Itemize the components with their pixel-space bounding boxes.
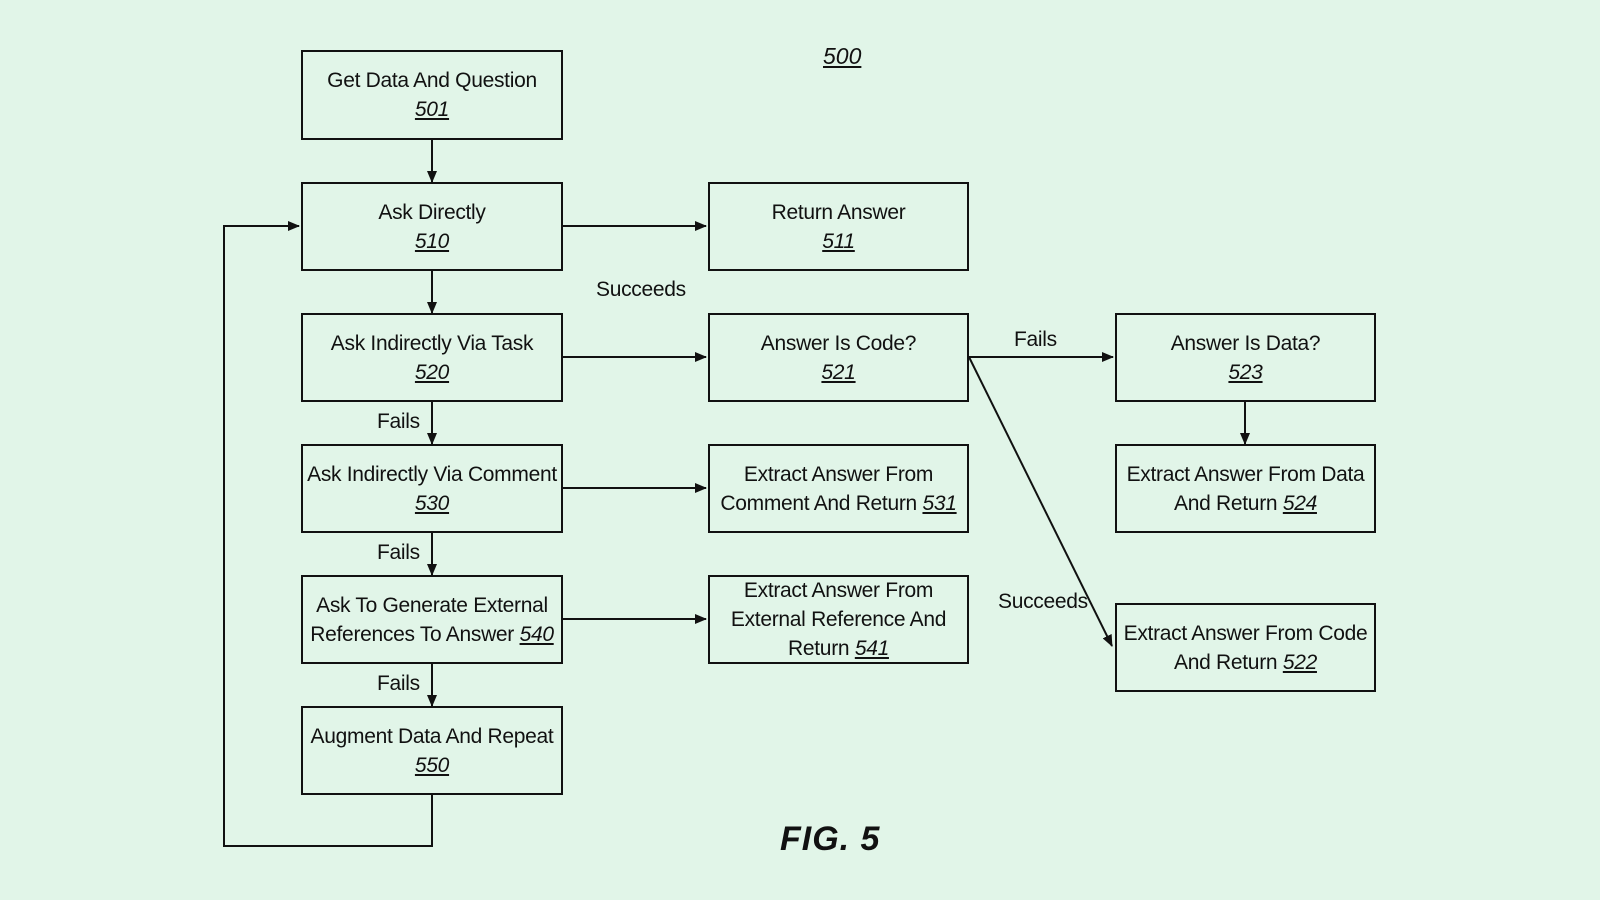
step-531-text-line2: Comment And Return 531 [720, 489, 957, 518]
figure-number: 500 [823, 43, 862, 69]
edge-label-fails-540: Fails [377, 672, 420, 695]
step-524-ref: 524 [1282, 491, 1317, 515]
edge-label-fails-530: Fails [377, 541, 420, 564]
step-522-text-line2: And Return 522 [1174, 648, 1317, 677]
figure-caption: FIG. 5 [780, 820, 881, 858]
step-522-ref: 522 [1282, 650, 1317, 674]
step-524-box: Extract Answer From Data And Return 524 [1115, 444, 1376, 533]
step-520-ref: 520 [414, 360, 450, 384]
step-511-text: Return Answer [771, 200, 906, 224]
step-501-text: Get Data And Question [327, 69, 537, 92]
step-511-ref: 511 [822, 229, 855, 253]
step-531-box: Extract Answer From Comment And Return 5… [708, 444, 969, 533]
step-531-text-line1: Extract Answer From [743, 462, 934, 486]
edge-label-succeeds-522: Succeeds [998, 590, 1088, 613]
step-540-text-line2: References To Answer 540 [310, 620, 554, 649]
step-541-text-line2: External Reference And [730, 608, 947, 631]
step-550-box: Augment Data And Repeat 550 [301, 706, 563, 795]
step-510-text: Ask Directly [378, 200, 486, 224]
step-511-box: Return Answer 511 [708, 182, 969, 271]
step-531-text-line2-words: Comment And Return [720, 491, 917, 515]
step-540-text-line1: Ask To Generate External [316, 593, 548, 617]
step-501-ref: 501 [414, 98, 450, 121]
edge-label-fails-521: Fails [1014, 328, 1057, 351]
step-523-text: Answer Is Data? [1170, 331, 1321, 355]
step-520-box: Ask Indirectly Via Task 520 [301, 313, 563, 402]
step-521-ref: 521 [821, 360, 856, 384]
step-540-text-line2-words: References To Answer [310, 622, 515, 646]
step-550-text: Augment Data And Repeat [310, 724, 554, 748]
step-541-text-line1: Extract Answer From [743, 579, 934, 602]
step-524-text-line2-words: And Return [1174, 491, 1278, 515]
step-540-box: Ask To Generate External References To A… [301, 575, 563, 664]
step-541-box: Extract Answer From External Reference A… [708, 575, 969, 664]
step-540-ref: 540 [519, 622, 554, 646]
step-530-text: Ask Indirectly Via Comment [307, 462, 557, 486]
step-524-text-line1: Extract Answer From Data [1126, 462, 1365, 486]
step-530-box: Ask Indirectly Via Comment 530 [301, 444, 563, 533]
edge-label-succeeds-511: Succeeds [596, 278, 686, 301]
step-523-ref: 523 [1228, 360, 1263, 384]
step-530-ref: 530 [414, 491, 450, 515]
step-531-ref: 531 [922, 491, 957, 515]
edge-label-fails-520: Fails [377, 410, 420, 433]
step-541-text-line3: Return 541 [788, 634, 889, 663]
step-541-text-line3-words: Return [788, 637, 850, 660]
step-522-text-line2-words: And Return [1174, 650, 1278, 674]
step-522-box: Extract Answer From Code And Return 522 [1115, 603, 1376, 692]
step-550-ref: 550 [414, 753, 450, 777]
step-524-text-line2: And Return 524 [1174, 489, 1317, 518]
step-523-box: Answer Is Data? 523 [1115, 313, 1376, 402]
step-510-ref: 510 [414, 229, 450, 253]
step-510-box: Ask Directly 510 [301, 182, 563, 271]
step-522-text-line1: Extract Answer From Code [1123, 621, 1368, 645]
loop-550-to-510 [223, 221, 433, 847]
step-521-box: Answer Is Code? 521 [708, 313, 969, 402]
step-520-text: Ask Indirectly Via Task [330, 331, 534, 355]
arrow-521-to-522 [968, 356, 1113, 647]
step-541-ref: 541 [854, 637, 889, 660]
step-521-text: Answer Is Code? [760, 331, 917, 355]
step-501-box: Get Data And Question 501 [301, 50, 563, 140]
